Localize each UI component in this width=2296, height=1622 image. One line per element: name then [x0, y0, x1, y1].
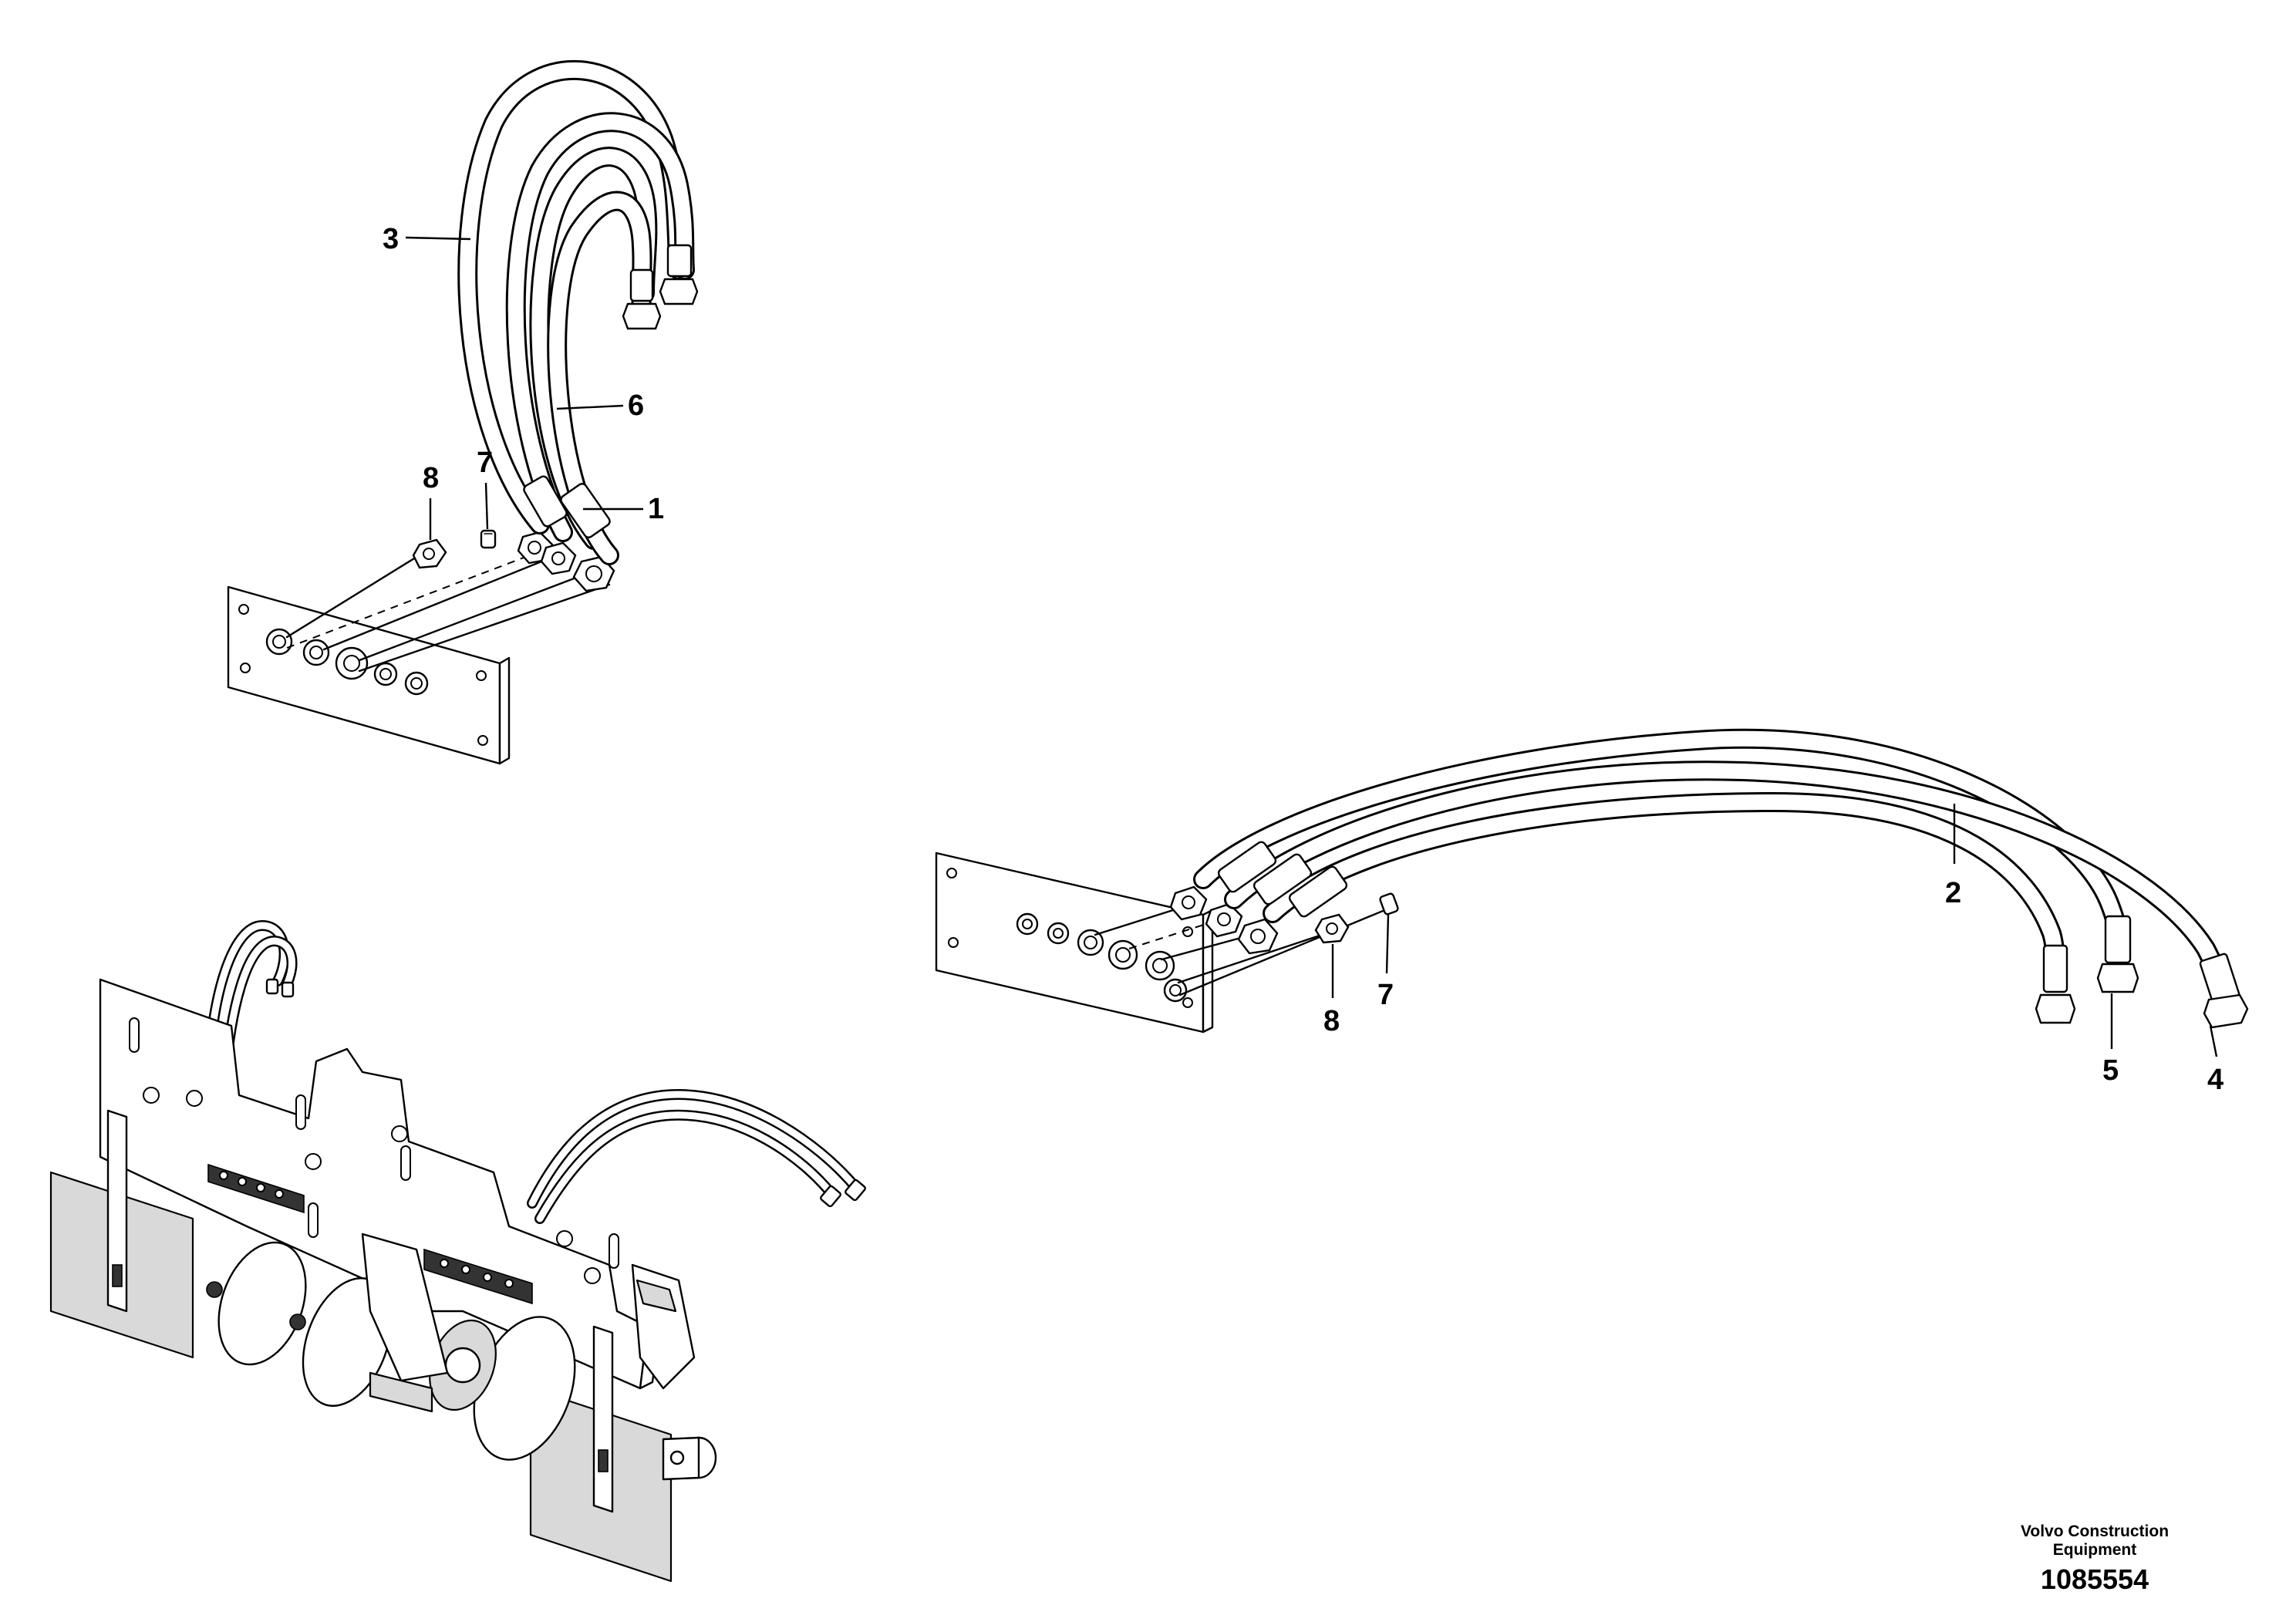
plug-right	[1379, 892, 1399, 916]
footer-block: Volvo Construction Equipment 1085554	[2021, 1523, 2169, 1595]
callout-7-left: 7	[477, 447, 493, 479]
hose-end-fitting-right	[2035, 915, 2249, 1029]
hose-assembly-upper-left: 3 6 1 8 7	[227, 59, 699, 765]
adapter-nut-right	[1314, 913, 1350, 944]
callout-5: 5	[2102, 1054, 2119, 1087]
callout-8-right: 8	[1323, 1005, 1340, 1037]
callout-7-right: 7	[1377, 979, 1394, 1011]
adapter-nut-left	[412, 538, 447, 569]
document-number: 1085554	[2041, 1563, 2149, 1595]
machine-overview	[49, 920, 866, 1583]
brand-line-1: Volvo Construction	[2021, 1523, 2169, 1540]
callout-8-left: 8	[423, 462, 439, 494]
hose-end-fitting-upper	[622, 244, 699, 330]
callout-1: 1	[648, 493, 664, 525]
connector-plate-upper-left	[227, 585, 511, 765]
hose-assembly-right: 2 5 4 8 7	[935, 728, 2249, 1096]
callout-6: 6	[628, 389, 644, 422]
callout-2: 2	[1945, 877, 1961, 909]
plug-left	[480, 529, 497, 549]
brand-line-2: Equipment	[2053, 1541, 2137, 1559]
callout-3: 3	[383, 223, 399, 255]
callout-4: 4	[2207, 1064, 2224, 1096]
connector-plate-right	[935, 851, 1214, 1034]
